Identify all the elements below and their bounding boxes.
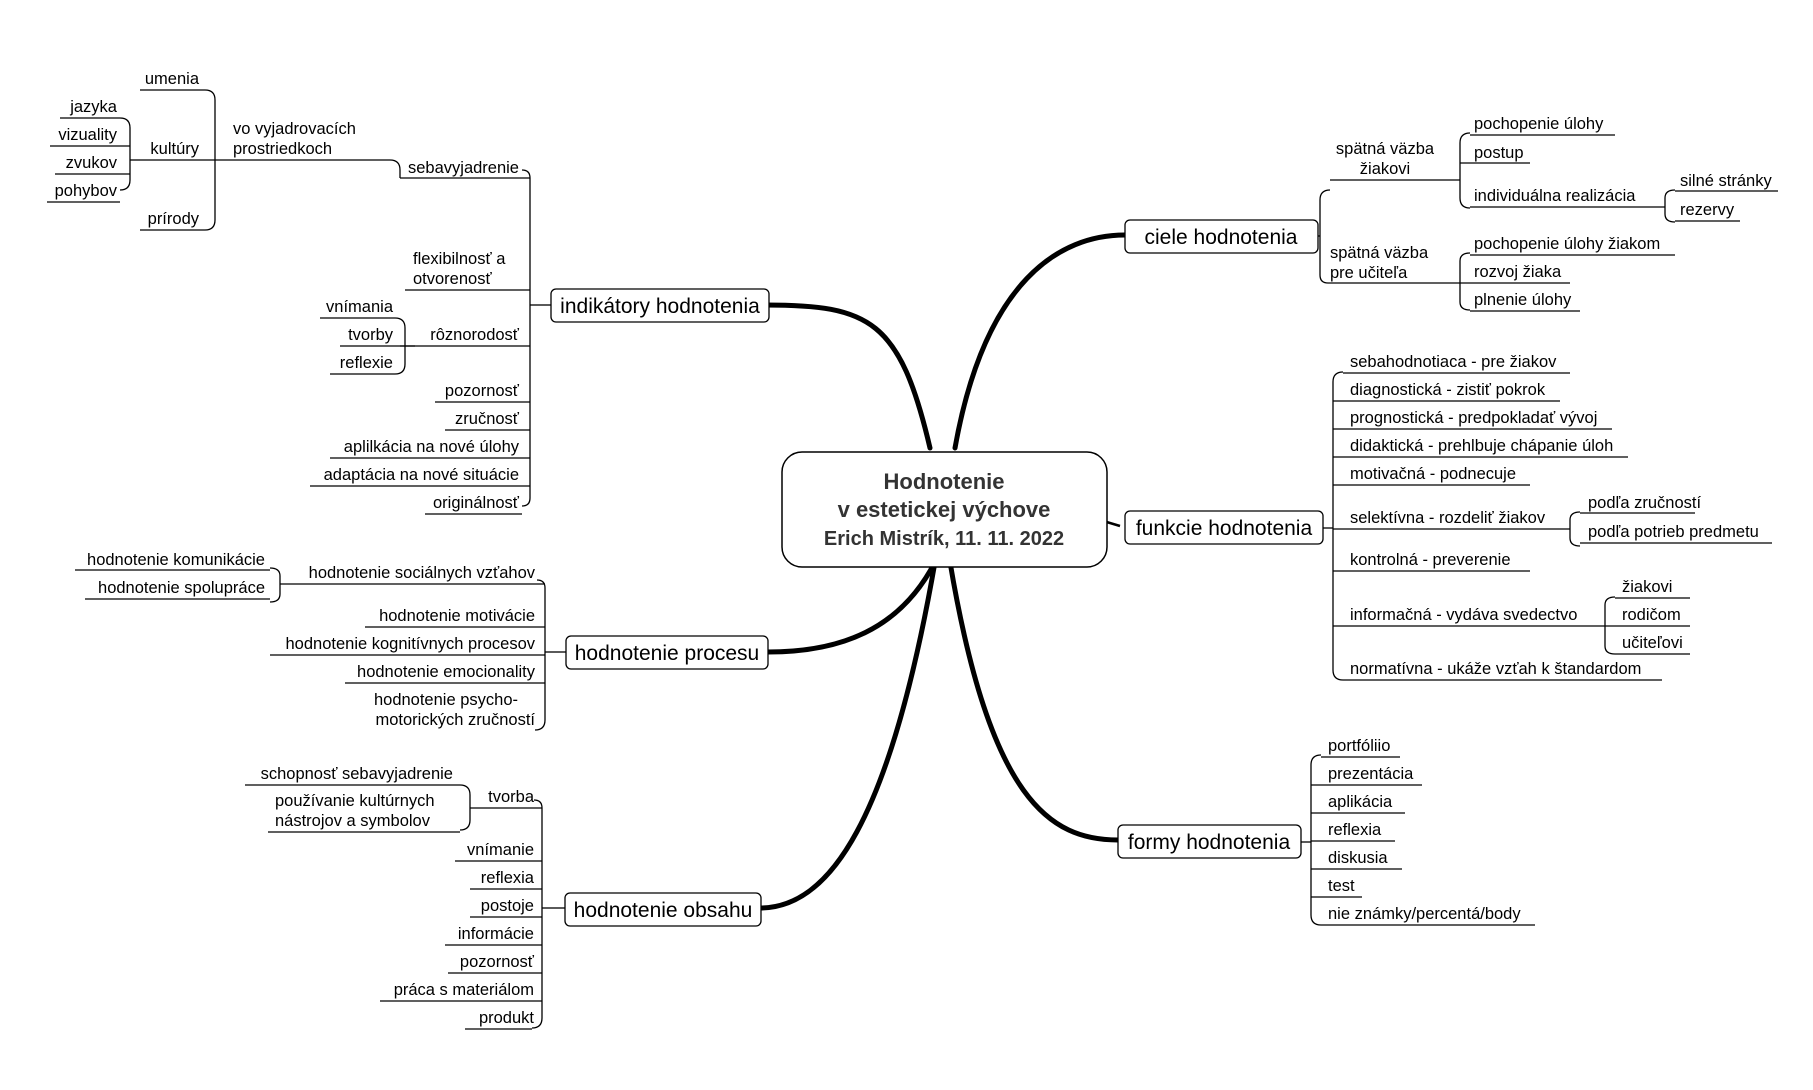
connector-ciele (952, 232, 1128, 451)
produkt-label[interactable]: produkt (479, 1009, 534, 1027)
branch-funkcie: funkcie hodnotenia sebahodnotiaca - pre … (1124, 353, 1772, 681)
sebavyjadrenie-label[interactable]: sebavyjadrenie (408, 159, 519, 177)
individualna-label[interactable]: individuálna realizácia (1474, 187, 1636, 205)
flexibilnost-line1[interactable]: flexibilnosť a (413, 250, 506, 268)
branch-indikatory: indikátory hodnotenia sebavyjadrenie vo … (47, 70, 770, 515)
vo-vyjadrovacich-line2[interactable]: prostriedkoch (233, 140, 332, 158)
vazba-uc-line1[interactable]: spätná väzba (1330, 244, 1429, 262)
connector-obsah (757, 559, 938, 911)
motivacie-label[interactable]: hodnotenie motivácie (379, 607, 535, 625)
jazyka-label[interactable]: jazyka (69, 98, 118, 116)
reflexia-formy-label[interactable]: reflexia (1328, 821, 1382, 839)
reflexie-label[interactable]: reflexie (340, 354, 393, 372)
pohybov-label[interactable]: pohybov (55, 182, 118, 200)
umenia-label[interactable]: umenia (145, 70, 200, 88)
motivacna-label[interactable]: motivačná - podnecuje (1350, 465, 1516, 483)
center-author: Erich Mistrík, 11. 11. 2022 (824, 528, 1064, 550)
postup-label[interactable]: postup (1474, 144, 1524, 162)
informacie-label[interactable]: informácie (458, 925, 534, 943)
zvukov-label[interactable]: zvukov (66, 154, 118, 172)
indikatory-node-label: indikátory hodnotenia (560, 295, 760, 318)
pozornost-obsah-label[interactable]: pozornosť (460, 953, 535, 971)
rozvoj-label[interactable]: rozvoj žiaka (1474, 263, 1562, 281)
selektivna-label[interactable]: selektívna - rozdeliť žiakov (1350, 509, 1546, 527)
vizuality-label[interactable]: vizuality (58, 126, 117, 144)
spoluprace-label[interactable]: hodnotenie spolupráce (98, 579, 265, 597)
pochopenie-label[interactable]: pochopenie úlohy (1474, 115, 1604, 133)
normativna-label[interactable]: normatívna - ukáže vzťah k štandardom (1350, 660, 1641, 678)
tvorba-label[interactable]: tvorba (488, 788, 535, 806)
kognitivnych-label[interactable]: hodnotenie kognitívnych procesov (286, 635, 536, 653)
silne-label[interactable]: silné stránky (1680, 172, 1772, 190)
prirody-label[interactable]: prírody (148, 210, 200, 228)
flexibilnost-line2[interactable]: otvorenosť (413, 270, 492, 288)
diagnosticka-label[interactable]: diagnostická - zistiť pokrok (1350, 381, 1546, 399)
reflexia-label[interactable]: reflexia (481, 869, 535, 887)
vazba-uc-line2[interactable]: pre učiteľa (1330, 264, 1408, 282)
prezentacia-label[interactable]: prezentácia (1328, 765, 1414, 783)
connector-indikatory (762, 302, 933, 451)
obsah-node-box[interactable] (564, 892, 762, 927)
vnimanie-label[interactable]: vnímanie (467, 841, 534, 859)
connector-formy (947, 559, 1121, 843)
socialnych-label[interactable]: hodnotenie sociálnych vzťahov (309, 564, 536, 582)
test-label[interactable]: test (1328, 877, 1355, 895)
vnimania-label[interactable]: vnímania (326, 298, 394, 316)
ciele-node-label: ciele hodnotenia (1145, 226, 1298, 249)
ucitelovi-label[interactable]: učiteľovi (1622, 634, 1683, 652)
kontrolna-label[interactable]: kontrolná - preverenie (1350, 551, 1511, 569)
branch-formy: formy hodnotenia portfóliio prezentácia … (1117, 737, 1535, 926)
emocionality-label[interactable]: hodnotenie emocionality (357, 663, 536, 681)
main-connectors (757, 232, 1128, 911)
vo-vyjadrovacich-line1[interactable]: vo vyjadrovacích (233, 120, 356, 138)
branch-obsah: hodnotenie obsahu tvorba schopnosť sebav… (245, 765, 762, 1030)
formy-node-label: formy hodnotenia (1128, 831, 1291, 854)
branch-ciele: ciele hodnotenia spätná väzba žiakovi po… (1124, 115, 1778, 312)
zrucnost-label[interactable]: zručnosť (455, 410, 520, 428)
pochopenie-ziakom-label[interactable]: pochopenie úlohy žiakom (1474, 235, 1660, 253)
postoje-label[interactable]: postoje (481, 897, 534, 915)
center-box (781, 451, 1108, 568)
pouzivanie-line2[interactable]: nástrojov a symbolov (275, 812, 431, 830)
psycho-line1[interactable]: hodnotenie psycho- (374, 691, 518, 709)
center-title-line2: v estetickej výchove (838, 497, 1051, 522)
adaptacia-label[interactable]: adaptácia na nové situácie (324, 466, 519, 484)
aplikacia-formy-label[interactable]: aplikácia (1328, 793, 1393, 811)
prognosticka-label[interactable]: prognostická - predpokladať vývoj (1350, 409, 1597, 427)
plnenie-label[interactable]: plnenie úlohy (1474, 291, 1572, 309)
portfolio-label[interactable]: portfóliio (1328, 737, 1390, 755)
komunikacie-label[interactable]: hodnotenie komunikácie (87, 551, 265, 569)
pozornost-label[interactable]: pozornosť (445, 382, 520, 400)
informacna-label[interactable]: informačná - vydáva svedectvo (1350, 606, 1577, 624)
obsah-node-label: hodnotenie obsahu (574, 899, 753, 922)
funkcie-node-label: funkcie hodnotenia (1136, 517, 1313, 540)
psycho-line2[interactable]: motorických zručností (375, 711, 535, 729)
pouzivanie-line1[interactable]: používanie kultúrnych (275, 792, 435, 810)
didakticka-label[interactable]: didaktická - prehlbuje chápanie úloh (1350, 437, 1613, 455)
aplikacia-label[interactable]: aplilkácia na nové úlohy (344, 438, 520, 456)
vazba-ziak-line1[interactable]: spätná väzba (1336, 140, 1435, 158)
roznorodost-label[interactable]: rôznorodosť (430, 326, 520, 344)
podla-zrucnosti-label[interactable]: podľa zručností (1588, 494, 1701, 512)
tvorby-label[interactable]: tvorby (348, 326, 394, 344)
praca-label[interactable]: práca s materiálom (394, 981, 534, 999)
rezervy-label[interactable]: rezervy (1680, 201, 1735, 219)
originalnost-label[interactable]: originálnosť (433, 494, 520, 512)
podla-potrieb-label[interactable]: podľa potrieb predmetu (1588, 523, 1759, 541)
branch-proces: hodnotenie procesu hodnotenie sociálnych… (75, 551, 769, 731)
center-title-line1: Hodnotenie (884, 469, 1005, 494)
rodicom-label[interactable]: rodičom (1622, 606, 1681, 624)
sebahodnotiaca-label[interactable]: sebahodnotiaca - pre žiakov (1350, 353, 1557, 371)
diskusia-label[interactable]: diskusia (1328, 849, 1388, 867)
proces-node-label: hodnotenie procesu (575, 642, 759, 665)
vazba-ziak-line2[interactable]: žiakovi (1360, 160, 1410, 178)
connector-proces (765, 559, 938, 655)
kultury-label[interactable]: kultúry (150, 140, 199, 158)
schopnost-label[interactable]: schopnosť sebavyjadrenie (261, 765, 453, 783)
center-node[interactable]: Hodnotenie v estetickej výchove Erich Mi… (781, 451, 1108, 568)
nie-znamky-label[interactable]: nie známky/percentá/body (1328, 905, 1521, 923)
ziakovi-label[interactable]: žiakovi (1622, 578, 1672, 596)
